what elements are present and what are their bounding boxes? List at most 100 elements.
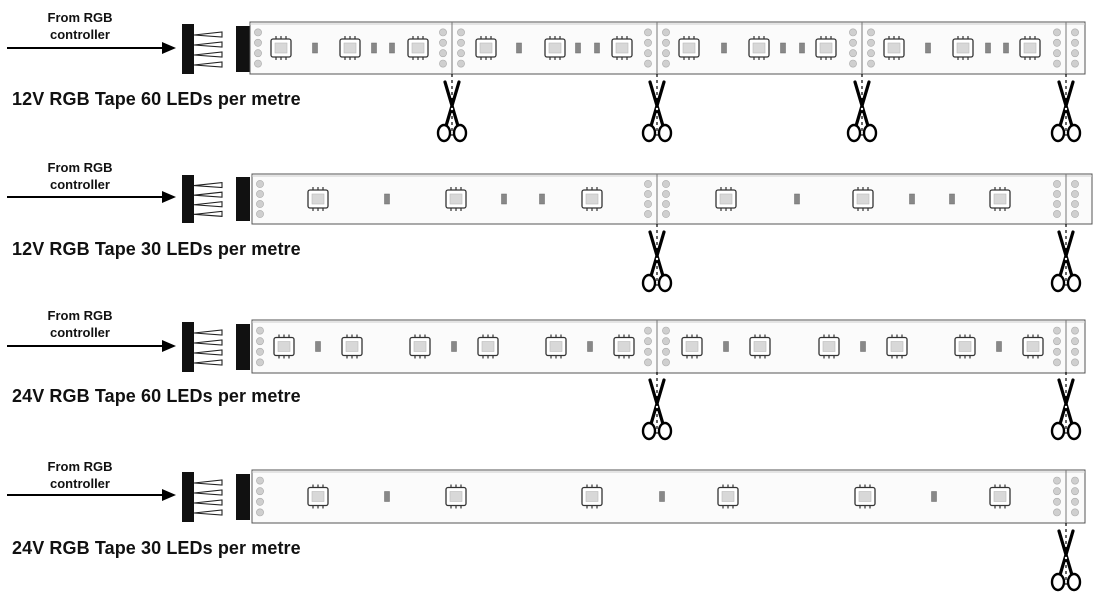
led-chip xyxy=(818,334,840,359)
led-lens xyxy=(682,42,696,54)
led-lens xyxy=(753,341,767,352)
led-lens xyxy=(617,341,631,352)
scissor-blade xyxy=(649,230,666,278)
resistor xyxy=(985,42,991,54)
scissor-handle xyxy=(657,123,673,143)
led-chip xyxy=(273,334,295,359)
led-chip xyxy=(307,187,329,211)
led-chip xyxy=(409,334,431,359)
connector-pin xyxy=(193,41,223,48)
solder-pad xyxy=(644,28,652,37)
connector-plug xyxy=(182,24,250,74)
solder-pad xyxy=(254,28,262,37)
solder-pad xyxy=(1071,180,1079,188)
scissor-handle xyxy=(1066,273,1082,293)
solder-pads xyxy=(867,28,875,68)
solder-pad xyxy=(644,200,652,208)
solder-pad xyxy=(1071,358,1079,367)
connector-plug xyxy=(182,472,250,522)
scissor-pivot xyxy=(1063,106,1069,111)
solder-pad xyxy=(849,38,857,47)
arrowhead xyxy=(162,42,176,54)
led-lens xyxy=(858,491,872,502)
scissor-blade xyxy=(649,80,666,128)
scissor-blade xyxy=(649,378,666,426)
scissors-icon xyxy=(1050,224,1082,293)
solder-pad xyxy=(1071,59,1079,68)
led-lens xyxy=(719,193,733,205)
solder-pad xyxy=(662,200,670,208)
scissors-icon xyxy=(1050,372,1082,441)
solder-pad xyxy=(644,326,652,335)
plug-body xyxy=(182,24,194,74)
resistor xyxy=(516,42,522,54)
solder-pads xyxy=(1053,28,1061,68)
scissor-blade xyxy=(1058,80,1075,128)
solder-pads xyxy=(662,180,670,218)
resistor xyxy=(315,341,321,352)
scissor-pivot xyxy=(1063,555,1069,560)
solder-pad xyxy=(256,358,264,367)
solder-pad xyxy=(662,180,670,188)
scissor-pivot xyxy=(654,106,660,111)
led-chip xyxy=(748,36,770,60)
connector-pin xyxy=(193,349,223,356)
scissor-blade xyxy=(854,80,871,128)
from-rgb-controller-label: From RGB controller xyxy=(40,9,120,43)
led-chip xyxy=(270,36,292,60)
scissor-handle xyxy=(862,123,878,143)
solder-pad xyxy=(457,49,465,58)
tape-diagram-24v-60 xyxy=(7,319,1086,441)
led-lens xyxy=(549,341,563,352)
solder-pads xyxy=(849,28,857,68)
led-chip xyxy=(681,334,703,359)
label-line-1: From RGB xyxy=(47,10,113,25)
solder-pads xyxy=(644,326,652,367)
connector-pin xyxy=(193,359,223,366)
led-lens xyxy=(819,42,833,54)
solder-pad xyxy=(867,59,875,68)
led-lens xyxy=(479,42,493,54)
led-lens xyxy=(311,491,325,502)
input-arrow xyxy=(7,340,176,352)
label-line-2: controller xyxy=(50,476,110,491)
solder-pad xyxy=(1071,508,1079,517)
solder-pads xyxy=(644,180,652,218)
led-chip xyxy=(445,187,467,211)
solder-pads xyxy=(1053,180,1061,218)
resistor xyxy=(860,341,866,352)
solder-pad xyxy=(457,38,465,47)
scissor-handle xyxy=(657,273,673,293)
solder-pad xyxy=(256,337,264,346)
solder-pads xyxy=(256,326,264,367)
solder-pad xyxy=(256,508,264,517)
resistor xyxy=(384,491,390,502)
led-chip xyxy=(715,187,737,211)
scissor-pivot xyxy=(654,404,660,409)
led-lens xyxy=(413,341,427,352)
solder-pad xyxy=(256,210,264,218)
resistor xyxy=(949,193,955,205)
led-chip xyxy=(445,484,467,509)
led-lens xyxy=(685,341,699,352)
tape-row-12v-30: From RGB controller 12V RGB Tape 30 LEDs… xyxy=(0,150,1101,300)
tape-row-12v-60: From RGB controller 12V RGB Tape 60 LEDs… xyxy=(0,0,1101,150)
plug-body xyxy=(182,322,194,372)
connector-pin xyxy=(193,201,223,208)
from-rgb-controller-label: From RGB controller xyxy=(40,159,120,193)
input-arrow xyxy=(7,191,176,203)
scissor-handle xyxy=(641,273,657,293)
led-chip xyxy=(852,187,874,211)
solder-pad xyxy=(1053,28,1061,37)
solder-pad xyxy=(662,49,670,58)
solder-pads xyxy=(439,28,447,68)
led-lens xyxy=(890,341,904,352)
scissors-icon xyxy=(641,74,673,143)
tape-title: 12V RGB Tape 60 LEDs per metre xyxy=(12,89,301,109)
scissor-blade xyxy=(1058,230,1075,278)
solder-pad xyxy=(662,337,670,346)
solder-pad xyxy=(1053,476,1061,485)
led-chip xyxy=(749,334,771,359)
solder-pad xyxy=(1053,358,1061,367)
connector-pin xyxy=(193,479,223,486)
